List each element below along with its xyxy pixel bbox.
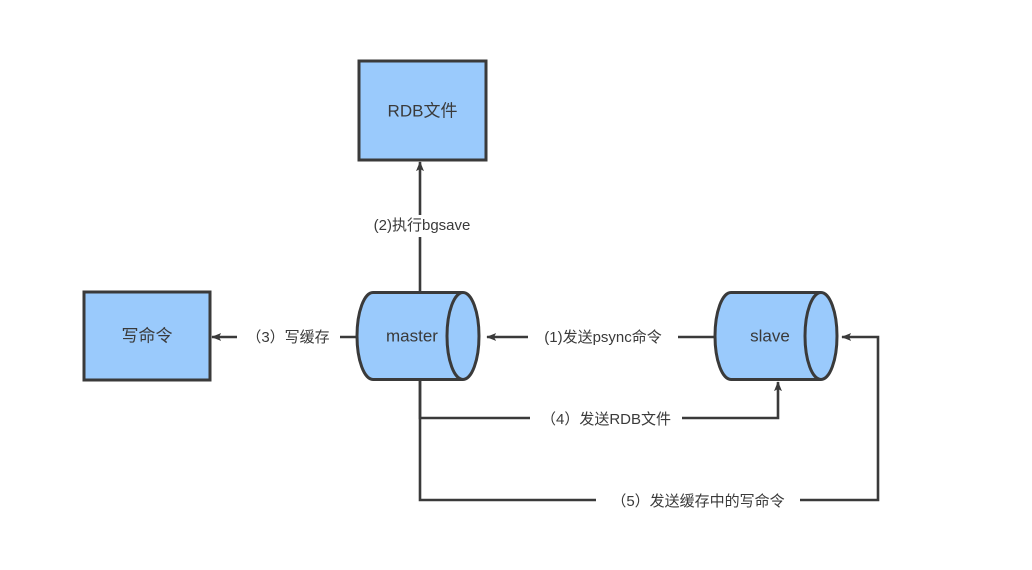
edge-label-send-psync-text: (1)发送psync命令 (544, 328, 662, 346)
node-rdb-file[interactable]: RDB文件 (357, 59, 488, 162)
edge-label-write-cache-text: （3）写缓存 (246, 329, 329, 346)
edge-label-send-cached-write-commands-text: （5）发送缓存中的写命令 (611, 492, 784, 510)
node-master[interactable]: master (355, 291, 481, 381)
edge-label-execute-bgsave-text: (2)执行bgsave (374, 217, 471, 234)
node-write-command[interactable]: 写命令 (82, 290, 212, 382)
edge-label-send-rdb-file: （4）发送RDB文件 (530, 408, 682, 430)
edge-label-write-cache: （3）写缓存 (237, 326, 340, 348)
edge-label-send-rdb-file-text: （4）发送RDB文件 (541, 411, 671, 428)
edge-label-send-cached-write-commands: （5）发送缓存中的写命令 (596, 490, 800, 512)
edge-label-send-psync: (1)发送psync命令 (528, 326, 678, 348)
node-slave-label: slave (750, 326, 790, 345)
edge-label-execute-bgsave: (2)执行bgsave (360, 215, 484, 237)
node-write-command-label: 写命令 (122, 326, 173, 345)
edge-send-cached-write-commands (418, 333, 880, 502)
node-master-label: master (386, 326, 438, 345)
node-slave[interactable]: slave (713, 291, 839, 381)
node-rdb-file-label: RDB文件 (388, 101, 458, 120)
